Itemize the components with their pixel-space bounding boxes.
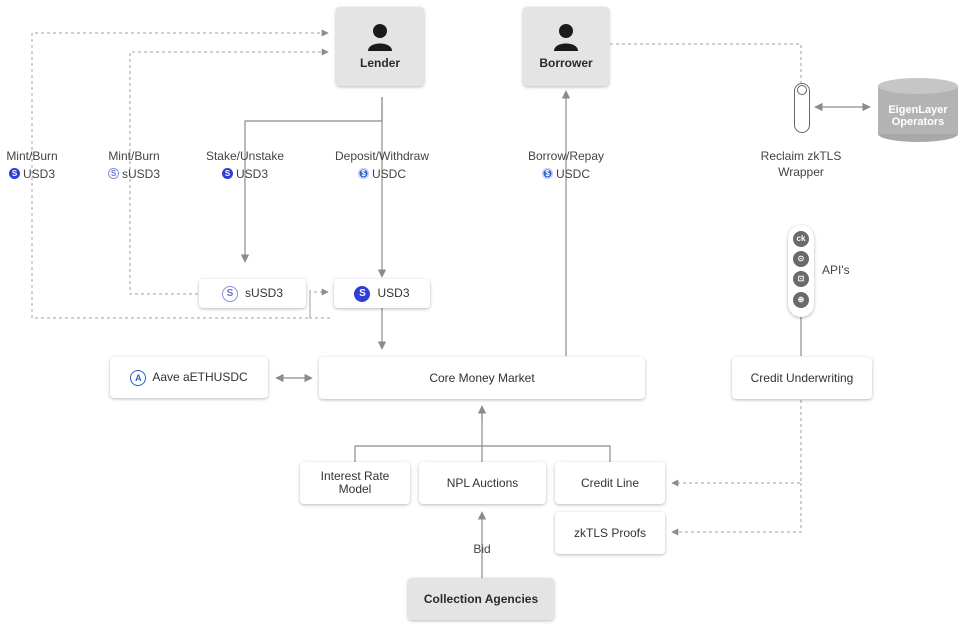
- credit-underwriting-box: Credit Underwriting: [732, 357, 872, 399]
- lender-label: Lender: [359, 56, 400, 70]
- credit-line-box: Credit Line: [555, 462, 665, 504]
- stake-unstake-token: USD3: [235, 166, 268, 181]
- borrower-to-reclaim-connector: [610, 43, 802, 83]
- reclaim-wrapper-dot: [797, 85, 807, 95]
- reclaim-line1: Reclaim zkTLS: [760, 149, 842, 163]
- susd3-coin-icon: S: [221, 285, 238, 302]
- stake-unstake-action: Stake/Unstake: [205, 149, 285, 163]
- usd3-coin-icon: S: [221, 168, 233, 179]
- credit-line-label: Credit Line: [580, 475, 640, 490]
- aave-box: A Aave aETHUSDC: [110, 357, 268, 398]
- zktls-proofs-label: zkTLS Proofs: [573, 525, 647, 540]
- lender-box: Lender: [336, 7, 424, 86]
- mint-burn-usd3-token: USD3: [22, 166, 55, 181]
- person-icon: [368, 24, 392, 51]
- collection-agencies-box: Collection Agencies: [408, 578, 554, 620]
- susd3-box: S sUSD3: [199, 279, 306, 308]
- reclaim-wrapper-shape: [794, 83, 810, 133]
- mint-burn-susd3-connector: [129, 48, 329, 295]
- api-icon-2: ⊙: [793, 251, 809, 267]
- usdc-coin-icon: $: [541, 168, 553, 179]
- interest-rate-model-box: Interest Rate Model: [300, 462, 410, 504]
- database-icon: [878, 78, 958, 142]
- aave-icon: A: [130, 369, 147, 386]
- usdc-coin-icon: $: [357, 168, 369, 179]
- susd3-box-label: sUSD3: [244, 286, 283, 300]
- interest-rate-model-label: Interest Rate Model: [320, 469, 390, 496]
- mint-burn-susd3-token: sUSD3: [121, 166, 160, 181]
- borrower-label: Borrower: [539, 56, 593, 70]
- mint-burn-susd3-action: Mint/Burn: [108, 149, 160, 163]
- eigenlayer-label: EigenLayer Operators: [888, 104, 948, 128]
- collection-agencies-label: Collection Agencies: [423, 591, 539, 606]
- borrower-box: Borrower: [523, 7, 609, 86]
- usd3-box-label: USD3: [377, 286, 410, 300]
- borrow-repay-action: Borrow/Repay: [527, 149, 605, 163]
- core-money-market-label: Core Money Market: [429, 370, 535, 385]
- credit-underwriting-label: Credit Underwriting: [750, 370, 854, 385]
- usd3-box: S USD3: [334, 279, 430, 308]
- api-icon-4: ⊕: [793, 292, 809, 308]
- susd3-coin-icon: S: [107, 168, 119, 179]
- reclaim-line2: Wrapper: [778, 165, 824, 179]
- underwriting-to-creditline-connector: [671, 400, 802, 487]
- npl-auctions-box: NPL Auctions: [419, 462, 546, 504]
- deposit-withdraw-token: USDC: [371, 166, 406, 181]
- core-money-market-box: Core Money Market: [319, 357, 645, 399]
- mint-burn-usd3-connector: [31, 29, 330, 319]
- borrow-repay-label: Borrow/Repay $USDC: [522, 148, 610, 182]
- deposit-withdraw-action: Deposit/Withdraw: [334, 149, 430, 163]
- usd3-coin-icon: S: [354, 285, 371, 302]
- zktls-proofs-box: zkTLS Proofs: [555, 512, 665, 554]
- apis-label: API's: [822, 263, 850, 277]
- npl-auctions-label: NPL Auctions: [446, 475, 519, 490]
- underwriting-to-proofs-connector: [671, 483, 802, 536]
- person-icon: [554, 24, 578, 51]
- usd3-coin-icon: S: [8, 168, 20, 179]
- usd3-dotted-in: [309, 288, 329, 300]
- deposit-withdraw-label: Deposit/Withdraw $USDC: [328, 148, 436, 182]
- mint-burn-usd3-action: Mint/Burn: [6, 149, 58, 163]
- aave-label: Aave aETHUSDC: [152, 370, 248, 384]
- borrow-repay-token: USDC: [555, 166, 590, 181]
- reclaim-label: Reclaim zkTLS Wrapper: [748, 148, 854, 180]
- bid-label: Bid: [473, 542, 491, 556]
- api-icon-1: ck: [793, 231, 809, 247]
- api-icon-3: ⊡: [793, 271, 809, 287]
